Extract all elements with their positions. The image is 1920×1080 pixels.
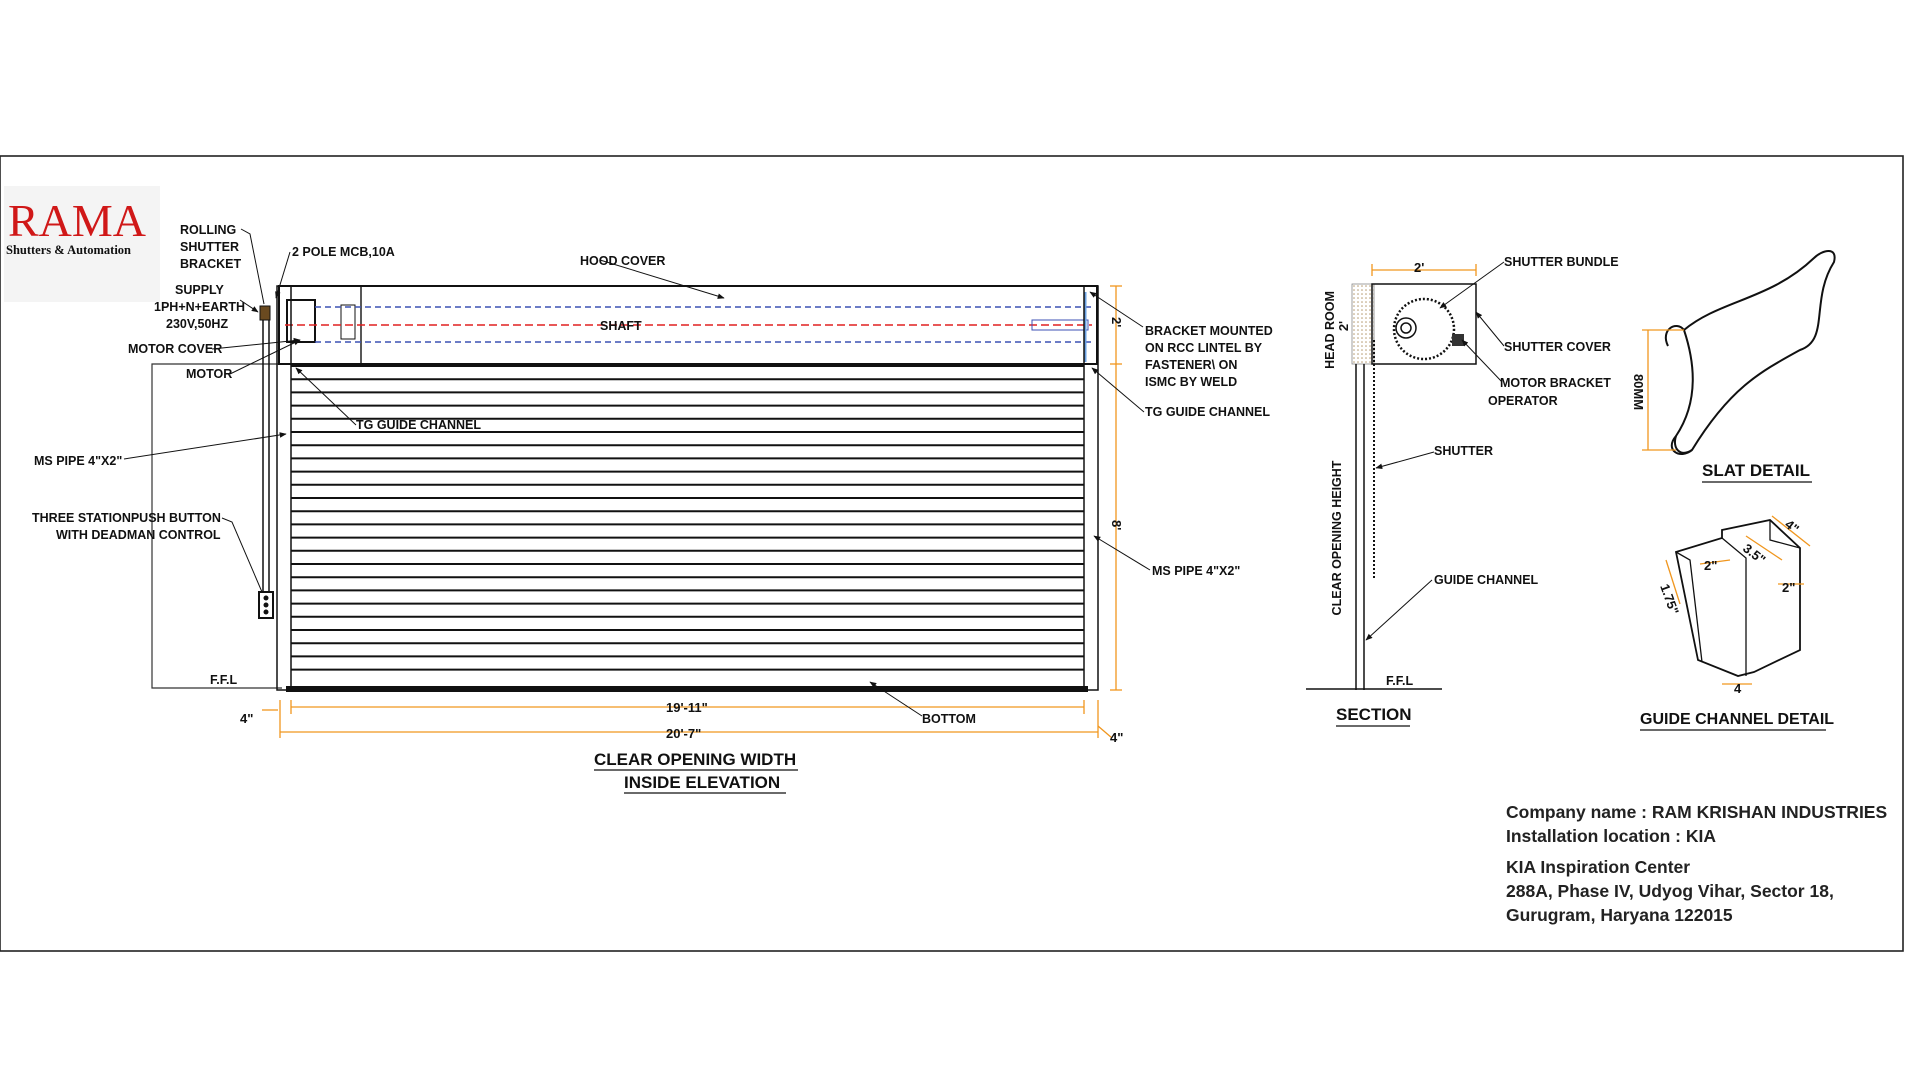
- gc-dim-2: 3.5": [1740, 541, 1768, 568]
- section-head-room: HEAD ROOM: [1323, 291, 1337, 369]
- motor-box: [286, 299, 316, 343]
- section-label-motor-bracket-2: OPERATOR: [1488, 394, 1558, 408]
- label-bracket-mounted-1: BRACKET MOUNTED: [1145, 324, 1273, 338]
- company-name: Company name : RAM KRISHAN INDUSTRIES: [1506, 802, 1887, 822]
- logo-name: RAMA: [8, 195, 146, 246]
- company-info: Company name : RAM KRISHAN INDUSTRIES In…: [1506, 802, 1887, 925]
- section-clear-height: CLEAR OPENING HEIGHT: [1330, 460, 1344, 615]
- logo: RAMA Shutters & Automation: [4, 186, 160, 302]
- gc-dim-3: 2": [1704, 558, 1717, 573]
- label-supply-1: SUPPLY: [175, 283, 225, 297]
- label-bottom: BOTTOM: [922, 712, 976, 726]
- logo-tagline: Shutters & Automation: [6, 243, 131, 257]
- installation-location: Installation location : KIA: [1506, 826, 1716, 846]
- address-line-2: Gurugram, Haryana 122015: [1506, 905, 1733, 925]
- dim-outer-width: 20'-7": [666, 726, 701, 741]
- section-label-shutter-cover: SHUTTER COVER: [1504, 340, 1611, 354]
- dim-height: 8': [1109, 520, 1124, 530]
- section-head-room-dim: 2': [1336, 321, 1351, 331]
- label-supply-2: 1PH+N+EARTH: [154, 300, 245, 314]
- gc-dim-6: 4: [1734, 681, 1742, 696]
- label-bracket-mounted-2: ON RCC LINTEL BY: [1145, 341, 1263, 355]
- label-tg-guide-right: TG GUIDE CHANNEL: [1145, 405, 1270, 419]
- section-dim-width: 2': [1414, 260, 1424, 275]
- shutter-bundle-drum: [1392, 297, 1456, 361]
- drawing-frame: [0, 155, 1904, 952]
- label-mcb: 2 POLE MCB,10A: [292, 245, 395, 259]
- label-ms-pipe-left: MS PIPE 4"X2": [34, 454, 122, 468]
- dim-left-offset: 4": [240, 711, 253, 726]
- shutter-slats: [291, 365, 1084, 671]
- gc-title: GUIDE CHANNEL DETAIL: [1640, 711, 1834, 728]
- label-push-button-1: THREE STATIONPUSH BUTTON: [32, 511, 221, 525]
- label-ms-pipe-right: MS PIPE 4"X2": [1152, 564, 1240, 578]
- guide-channel-left: [276, 285, 292, 691]
- elevation-title-1: CLEAR OPENING WIDTH: [594, 750, 796, 769]
- dim-inner-width: 19'-11": [666, 700, 708, 715]
- label-bracket-mounted-4: ISMC BY WELD: [1145, 375, 1237, 389]
- address-line-1: 288A, Phase IV, Udyog Vihar, Sector 18,: [1506, 881, 1834, 901]
- site-name: KIA Inspiration Center: [1506, 857, 1690, 877]
- label-rolling-bracket-1: ROLLING: [180, 223, 236, 237]
- slat-detail: 80MM SLAT DETAIL: [1631, 250, 1836, 483]
- inside-elevation: 2' 8' 19'-11" 20'-7" 4" 4" ROLLING SHUTT…: [32, 223, 1273, 794]
- slat-title: SLAT DETAIL: [1702, 461, 1810, 480]
- gc-dim-5: 2": [1782, 580, 1795, 595]
- label-rolling-bracket-2: SHUTTER: [180, 240, 239, 254]
- section-title: SECTION: [1336, 705, 1412, 724]
- slat-dim: 80MM: [1631, 374, 1646, 410]
- dim-head: 2': [1109, 317, 1124, 327]
- guide-channel-right: [1083, 285, 1099, 691]
- label-motor-cover: MOTOR COVER: [128, 342, 222, 356]
- label-shaft: SHAFT: [600, 319, 642, 333]
- bottom-bar: [286, 686, 1088, 692]
- elevation-title-2: INSIDE ELEVATION: [624, 773, 780, 792]
- gc-dim-4: 1.75": [1657, 582, 1682, 617]
- label-hood-cover: HOOD COVER: [580, 254, 665, 268]
- section-label-shutter-bundle: SHUTTER BUNDLE: [1504, 255, 1619, 269]
- guide-channel-detail: 4" 3.5" 2" 1.75" 2" 4 GUIDE CHANNEL DETA…: [1640, 515, 1834, 731]
- label-ffl-elevation: F.F.L: [210, 673, 237, 687]
- section-cover: [1371, 283, 1477, 365]
- dim-right-offset: 4": [1110, 730, 1123, 745]
- label-push-button-2: WITH DEADMAN CONTROL: [56, 528, 221, 542]
- section-label-shutter: SHUTTER: [1434, 444, 1493, 458]
- section-label-ffl: F.F.L: [1386, 674, 1413, 688]
- section-label-motor-bracket-1: MOTOR BRACKET: [1500, 376, 1611, 390]
- section-label-guide-channel: GUIDE CHANNEL: [1434, 573, 1539, 587]
- label-rolling-bracket-3: BRACKET: [180, 257, 241, 271]
- label-motor: MOTOR: [186, 367, 232, 381]
- label-supply-3: 230V,50HZ: [166, 317, 228, 331]
- section-view: 2' HEAD ROOM 2' CLEAR OPENING HEIGHT SHU…: [1306, 255, 1619, 727]
- label-bracket-mounted-3: FASTENER\ ON: [1145, 358, 1237, 372]
- label-tg-guide-left: TG GUIDE CHANNEL: [356, 418, 481, 432]
